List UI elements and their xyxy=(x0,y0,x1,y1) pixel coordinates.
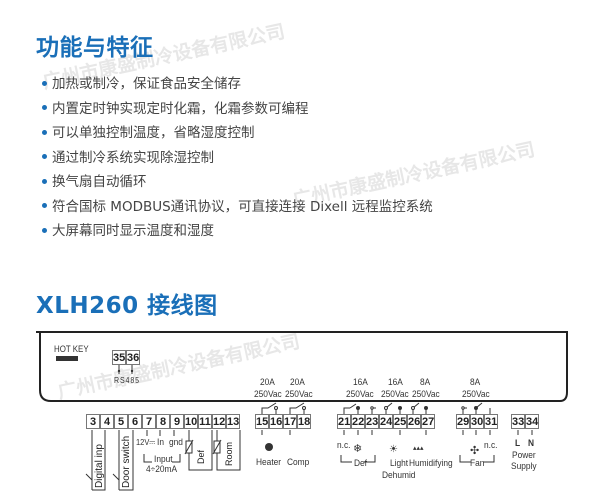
comp-label: Comp xyxy=(287,457,310,468)
def-voltage: 250Vac xyxy=(346,389,374,400)
fan-nc-label: n.c. xyxy=(484,440,498,451)
terminal-22: 22 xyxy=(351,414,365,429)
terminal-13: 13 xyxy=(226,414,240,429)
hotkey-label: HOT KEY xyxy=(54,344,89,354)
bullet-icon xyxy=(42,154,47,159)
terminal-6: 6 xyxy=(128,414,142,429)
feature-item: 符合国标 MODBUS通讯协议，可直接连接 Dixell 远程监控系统 xyxy=(42,195,433,220)
terminal-31: 31 xyxy=(484,414,498,429)
bullet-icon xyxy=(42,203,47,208)
def-current: 16A xyxy=(353,377,368,388)
humidifying-label: Humidifying xyxy=(409,458,453,469)
terminal-7: 7 xyxy=(142,414,156,429)
dehumid-label: Dehumid xyxy=(382,470,416,481)
wiring-diagram: ❄ ☀ ▴▴▴ ✣ HOT KEY 35 36 RS485 3 4 5 6 7 … xyxy=(0,330,600,492)
terminal-18: 18 xyxy=(297,414,311,429)
terminal-15: 15 xyxy=(255,414,269,429)
def-nc-label: n.c. xyxy=(337,440,351,451)
def-label: Def xyxy=(354,458,368,469)
controller-outline: ❄ ☀ ▴▴▴ ✣ xyxy=(36,331,568,491)
wiring-title: XLH260 接线图 xyxy=(36,293,218,319)
terminal-35: 35 xyxy=(112,350,126,365)
input-range-label: 4÷20mA xyxy=(146,464,178,475)
light-label: Light xyxy=(390,458,409,469)
terminal-27: 27 xyxy=(421,414,435,429)
comp-current: 20A xyxy=(290,377,305,388)
terminal-30: 30 xyxy=(470,414,484,429)
svg-text:❄: ❄ xyxy=(353,442,362,455)
fan-current: 8A xyxy=(470,377,481,388)
heater-voltage: 250Vac xyxy=(254,389,282,400)
feature-item: 加热或制冷，保证食品安全储存 xyxy=(42,72,433,97)
terminal-17: 17 xyxy=(283,414,297,429)
bullet-icon xyxy=(42,129,47,135)
svg-text:▴▴▴: ▴▴▴ xyxy=(413,444,424,452)
terminal-21: 21 xyxy=(337,414,351,429)
light-current: 16A xyxy=(388,377,403,388)
light-voltage: 250Vac xyxy=(381,389,409,400)
terminal-8: 8 xyxy=(156,414,170,429)
fan-voltage: 250Vac xyxy=(462,389,490,400)
terminal-12: 12 xyxy=(212,414,226,429)
heater-label: Heater xyxy=(256,457,282,468)
terminal-16: 16 xyxy=(269,414,283,429)
features-title: 功能与特征 xyxy=(36,35,154,61)
terminal-10: 10 xyxy=(184,414,198,429)
heater-current: 20A xyxy=(260,377,275,388)
input-gnd-label: gnd xyxy=(169,437,183,448)
svg-text:☀: ☀ xyxy=(389,444,398,455)
terminal-36: 36 xyxy=(126,350,140,365)
humid-voltage: 250Vac xyxy=(412,389,440,400)
bullet-icon xyxy=(42,227,47,233)
input-label: Input xyxy=(154,454,173,465)
power-label: Power xyxy=(512,450,536,461)
input-in-label: In xyxy=(157,437,164,448)
rs485-label: RS485 xyxy=(114,376,140,385)
feature-item: 内置定时钟实现定时化霜，化霜参数可编程 xyxy=(42,97,433,122)
terminal-26: 26 xyxy=(407,414,421,429)
feature-item: 换气扇自动循环 xyxy=(42,170,433,195)
terminal-29: 29 xyxy=(456,414,470,429)
terminal-5: 5 xyxy=(114,414,128,429)
terminal-25: 25 xyxy=(393,414,407,429)
bullet-icon xyxy=(42,80,47,86)
terminal-23: 23 xyxy=(365,414,379,429)
room-probe-label: Room xyxy=(224,441,234,466)
door-switch-label: Door switch xyxy=(121,435,132,488)
features-list: 加热或制冷，保证食品安全储存 内置定时钟实现定时化霜，化霜参数可编程 可以单独控… xyxy=(42,72,433,244)
terminal-33: 33 xyxy=(511,414,525,429)
feature-item: 可以单独控制温度，省略湿度控制 xyxy=(42,121,433,146)
feature-item: 通过制冷系统实现除湿控制 xyxy=(42,146,433,171)
input-12v-label: 12V⎓ xyxy=(136,437,156,447)
humid-current: 8A xyxy=(420,377,431,388)
def-probe-label: Def xyxy=(196,449,206,464)
terminal-3: 3 xyxy=(86,414,100,429)
bullet-icon xyxy=(42,105,47,110)
digital-input-label: Digital inp xyxy=(94,444,105,488)
comp-voltage: 250Vac xyxy=(285,389,313,400)
terminal-9: 9 xyxy=(170,414,184,429)
terminal-24: 24 xyxy=(379,414,393,429)
power-n-label: N xyxy=(528,438,535,449)
feature-item: 大屏幕同时显示温度和湿度 xyxy=(42,219,433,244)
terminal-34: 34 xyxy=(525,414,539,429)
terminal-4: 4 xyxy=(100,414,114,429)
supply-label: Supply xyxy=(511,461,537,472)
power-l-label: L xyxy=(515,438,521,449)
fan-label: Fan xyxy=(470,458,485,469)
terminal-11: 11 xyxy=(198,414,212,429)
svg-text:✣: ✣ xyxy=(470,444,479,457)
bullet-icon xyxy=(42,178,47,184)
